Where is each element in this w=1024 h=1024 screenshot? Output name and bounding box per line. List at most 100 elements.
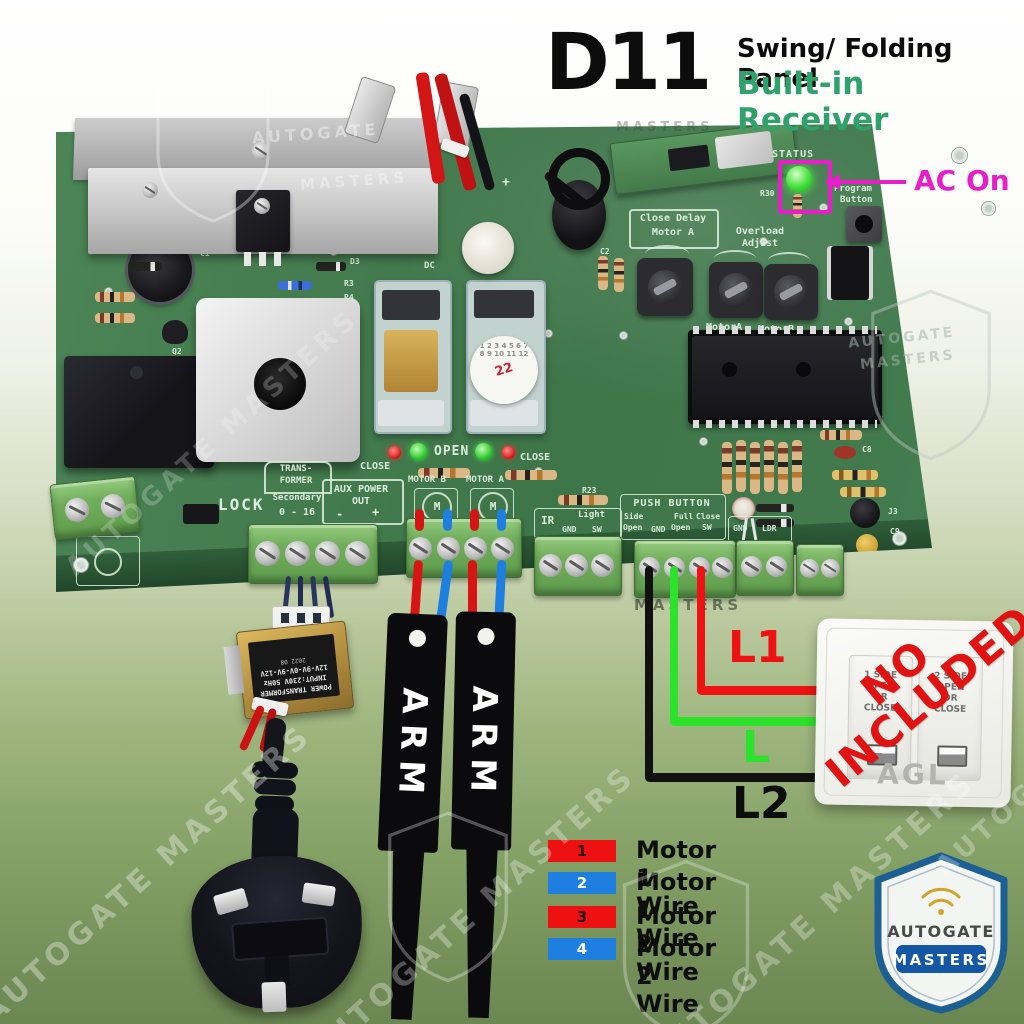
silk-arc [645, 245, 689, 263]
silk-c2: C2 [600, 247, 610, 256]
ac-on-callout-line [826, 180, 906, 184]
terminal-screw [285, 541, 310, 566]
label-l2: L2 [732, 778, 791, 829]
terminal-screw [409, 537, 432, 560]
ldr-sensor [732, 497, 755, 520]
terminal-screw [741, 556, 762, 577]
wall-screw [952, 148, 967, 163]
trimmer-close-delay [637, 258, 693, 316]
resistor [598, 256, 608, 290]
via-pad [760, 238, 767, 245]
tact-plunger [855, 215, 873, 233]
silk-side-2: Open [623, 523, 643, 532]
to220-leg [274, 252, 281, 266]
silk-full-1: Full [674, 512, 694, 521]
terminal-block-left [49, 475, 141, 541]
silk-plus: + [502, 175, 510, 190]
legend-label: Motor 1 Wire [636, 836, 717, 920]
silk-side-1: Side [624, 512, 644, 521]
watermark-shield-outline [622, 859, 750, 1024]
lamp-symbol [94, 548, 122, 576]
resistor [840, 487, 886, 497]
title-model: D11 [545, 18, 712, 108]
watermark-shield-outline [388, 811, 508, 983]
silkbox-lamp [76, 536, 140, 586]
title-block: D11 Swing/ Folding Panel Built-in Receiv… [545, 18, 1020, 138]
terminal-screw [99, 492, 127, 520]
connector-slot [313, 613, 321, 623]
silk-aux-2: OUT [351, 496, 371, 507]
legend-label: Motor 2 Wire [636, 902, 717, 986]
resistor-blue [278, 281, 312, 290]
relay-base [378, 400, 444, 426]
diode [128, 262, 162, 271]
resistor [793, 194, 802, 218]
legend-num: 2 [576, 874, 588, 892]
wire-l-green-v [670, 566, 678, 724]
via-pad [620, 332, 627, 339]
terminal-block-aux [248, 524, 378, 584]
logo-text-masters: MASTERS [892, 951, 990, 969]
wire-l1-red-v [697, 566, 705, 694]
via-pad [105, 288, 112, 295]
terminal-screw [539, 554, 562, 577]
diode [756, 519, 794, 527]
arm-label: ARM [462, 685, 505, 803]
program-tact-button [846, 206, 882, 242]
legend-num: 3 [576, 908, 588, 926]
to220-leg [244, 252, 251, 266]
title-subtitle-2: Built-in Receiver [737, 66, 889, 138]
silk-close-a: CLOSE [360, 461, 391, 472]
diode-d3 [316, 262, 346, 271]
ic-legs [693, 420, 877, 428]
resistor [505, 470, 557, 480]
wire-blue-stub [497, 509, 506, 531]
terminal-screw [464, 537, 487, 560]
silk-program-1: Program [834, 184, 872, 194]
plug-strain-relief [253, 777, 297, 797]
silk-arc [714, 250, 756, 267]
silk-open: OPEN [434, 444, 470, 459]
resistor [820, 430, 862, 440]
silk-ir: IR [541, 514, 555, 527]
legend-num: 1 [576, 842, 588, 860]
silk-overload-2: Adjust [741, 238, 779, 249]
dial-center: 22 [493, 360, 515, 380]
capacitor-j3-black [850, 498, 880, 528]
relay-date-dial: 1 2 3 4 5 6 7 8 9 10 11 12 22 [470, 336, 538, 404]
terminal-block-right [796, 544, 844, 596]
resistor [832, 470, 878, 480]
relay-coil [384, 330, 438, 392]
terminal-screw [491, 537, 514, 560]
silk-q2: Q2 [172, 347, 182, 356]
legend-label: Motor 1 Wire [636, 868, 717, 952]
silk-aux-plus: + [372, 505, 380, 519]
module-chip [667, 144, 711, 172]
terminal-screw [712, 557, 733, 578]
silk-close-2: SW [702, 523, 712, 532]
bridge-block-silver [196, 298, 360, 462]
wall-screw [982, 202, 995, 215]
block-hole [254, 358, 306, 410]
arm-hole [408, 629, 427, 648]
autogate-masters-logo: AUTOGATE MASTERS [874, 852, 1008, 1014]
ic-legs [693, 326, 877, 334]
terminal-screw [565, 554, 588, 577]
silk-motor-a: MOTOR A [466, 475, 504, 485]
motor-m: M [433, 500, 441, 513]
ac-on-label: AC On [914, 164, 1010, 197]
wire-l2-black-h [645, 773, 843, 782]
resistor [558, 495, 608, 505]
wire-motor2-red [468, 560, 477, 648]
status-led-green [786, 166, 812, 192]
transformer-label: POWER TRANSFORMER INPUT:230V 50Hz 12V-9V… [247, 633, 340, 705]
via-pad [845, 318, 852, 325]
silk-j3: J3 [888, 507, 898, 516]
motor-m: M [489, 500, 497, 513]
connector-slot [281, 613, 289, 623]
terminal-screw [255, 541, 280, 566]
diode [756, 504, 794, 512]
resistor [792, 440, 802, 492]
terminal-screw [345, 541, 370, 566]
capacitor-c9-yellow [856, 534, 878, 556]
